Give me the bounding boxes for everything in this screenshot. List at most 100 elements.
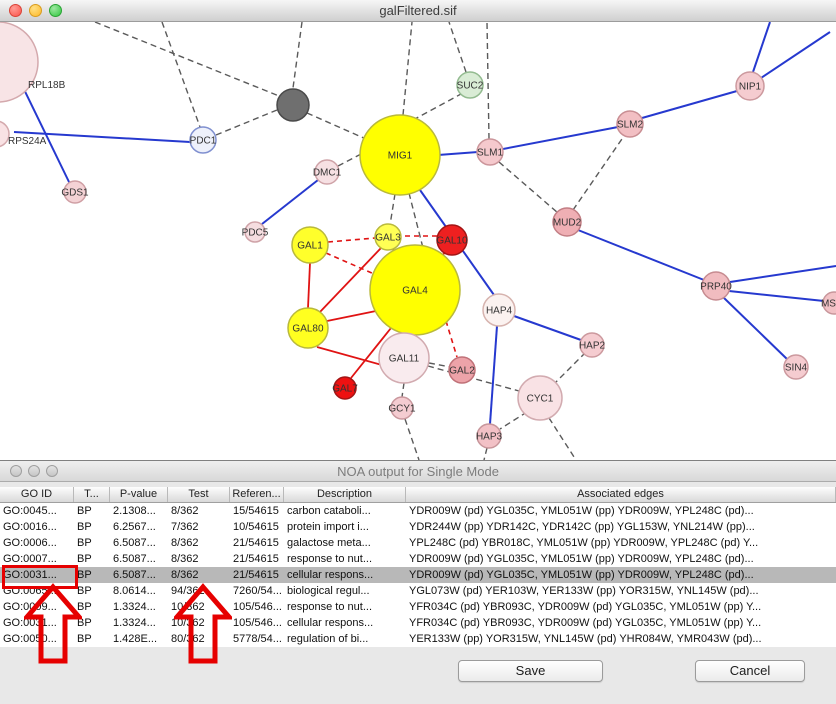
node-SLM1[interactable]: SLM1 (476, 138, 504, 166)
minimize-button[interactable] (28, 465, 40, 477)
table-cell: cellular respons... (287, 569, 374, 581)
edge-dash (389, 193, 396, 226)
node-MSL5[interactable]: MSL5 (821, 291, 836, 315)
column-header[interactable]: GO ID (0, 487, 74, 502)
table-cell: YFR034C (pd) YBR093C, YDR009W (pd) YGL03… (409, 617, 762, 629)
node-GCY1[interactable]: GCY1 (388, 396, 416, 420)
node-CYC1[interactable]: CYC1 (517, 375, 563, 421)
table-cell: BP (77, 521, 92, 533)
node-GAL10[interactable]: GAL10 (436, 224, 468, 256)
node-PDC5[interactable]: PDC5 (242, 221, 269, 243)
table-cell: YDR244W (pp) YDR142C, YDR142C (pp) YGL15… (409, 521, 755, 533)
node-GAL4[interactable]: GAL4 (369, 244, 461, 336)
column-header[interactable]: Test (168, 487, 230, 502)
node-GAL7[interactable]: GAL7 (332, 376, 358, 400)
edge-dash (552, 353, 585, 386)
table-cell: GO:0031... (3, 617, 57, 629)
node-SUC2[interactable]: SUC2 (456, 71, 484, 99)
edge-blue (13, 131, 191, 143)
column-header[interactable]: Referen... (230, 487, 284, 502)
node-GAL3[interactable]: GAL3 (374, 223, 402, 251)
node-GDS1[interactable]: GDS1 (61, 180, 89, 204)
node-PRP40[interactable]: PRP40 (700, 271, 732, 301)
zoom-button[interactable] (49, 4, 62, 17)
window2-controls (10, 465, 58, 477)
table-cell: BP (77, 617, 92, 629)
table-cell: BP (77, 569, 92, 581)
edge-red (318, 247, 382, 314)
node-MUD2[interactable]: MUD2 (552, 207, 582, 237)
table-cell: 21/54615 (233, 553, 279, 565)
edge-dash (161, 22, 201, 128)
table-cell: 105/546... (233, 617, 282, 629)
node-SLM2[interactable]: SLM2 (616, 110, 644, 138)
svg-text:MSL5: MSL5 (821, 299, 836, 310)
node-MIG1[interactable]: MIG1 (359, 114, 441, 196)
close-button[interactable] (10, 465, 22, 477)
node-HAP3[interactable]: HAP3 (476, 423, 503, 449)
svg-text:GAL80: GAL80 (292, 324, 324, 335)
column-header[interactable]: P-value (110, 487, 168, 502)
cancel-button[interactable]: Cancel (695, 660, 805, 682)
table-cell: YDR009W (pd) YGL035C, YML051W (pp) YDR00… (409, 553, 754, 565)
node-GAL80[interactable]: GAL80 (287, 307, 329, 349)
edge-dash (572, 135, 625, 211)
node-RPL18B[interactable]: RPL18B (0, 22, 66, 103)
table-cell: 8/362 (171, 537, 199, 549)
table-cell: GO:0050... (3, 633, 57, 645)
node-PDC1[interactable]: PDC1 (189, 126, 217, 154)
edge-dash (306, 112, 367, 140)
column-header[interactable]: Associated edges (406, 487, 836, 502)
table-cell: 8/362 (171, 569, 199, 581)
table-cell: regulation of bi... (287, 633, 369, 645)
close-button[interactable] (9, 4, 22, 17)
edge-dash (215, 109, 278, 136)
table-cell: response to nut... (287, 601, 372, 613)
node-HAP4[interactable]: HAP4 (482, 293, 516, 327)
table-cell: BP (77, 505, 92, 517)
table-cell: GO:0031... (3, 569, 57, 581)
zoom-button[interactable] (46, 465, 58, 477)
window2-titlebar: NOA output for Single Mode (0, 461, 836, 482)
table-cell: YER133W (pp) YOR315W, YNL145W (pd) YHR08… (409, 633, 762, 645)
node-NIP1[interactable]: NIP1 (735, 71, 765, 101)
node-SIN4[interactable]: SIN4 (783, 354, 809, 380)
node-HAP2[interactable]: HAP2 (579, 332, 606, 358)
node-RPS24A[interactable]: RPS24A (0, 120, 47, 148)
svg-text:RPL18B: RPL18B (28, 80, 66, 91)
node-GAL2[interactable]: GAL2 (448, 356, 476, 384)
svg-text:HAP2: HAP2 (579, 341, 606, 352)
edge-red (307, 262, 311, 309)
svg-text:GCY1: GCY1 (388, 404, 416, 415)
node-GAL11[interactable]: GAL11 (378, 332, 430, 384)
edge-dash (408, 192, 424, 249)
table-cell: BP (77, 601, 92, 613)
table-cell: galactose meta... (287, 537, 371, 549)
node-unlabeled[interactable] (276, 88, 310, 122)
minimize-button[interactable] (29, 4, 42, 17)
table-cell: 21/54615 (233, 569, 279, 581)
edge-dash (548, 417, 577, 460)
table-cell: 6.2567... (113, 521, 156, 533)
column-header[interactable]: T... (74, 487, 110, 502)
svg-text:PRP40: PRP40 (700, 282, 732, 293)
node-DMC1[interactable]: DMC1 (313, 159, 342, 185)
save-button[interactable]: Save (458, 660, 603, 682)
svg-text:GAL4: GAL4 (402, 286, 428, 297)
table-cell: 1.3324... (113, 601, 156, 613)
node-GAL1[interactable]: GAL1 (291, 226, 329, 264)
column-header[interactable]: Description (284, 487, 406, 502)
